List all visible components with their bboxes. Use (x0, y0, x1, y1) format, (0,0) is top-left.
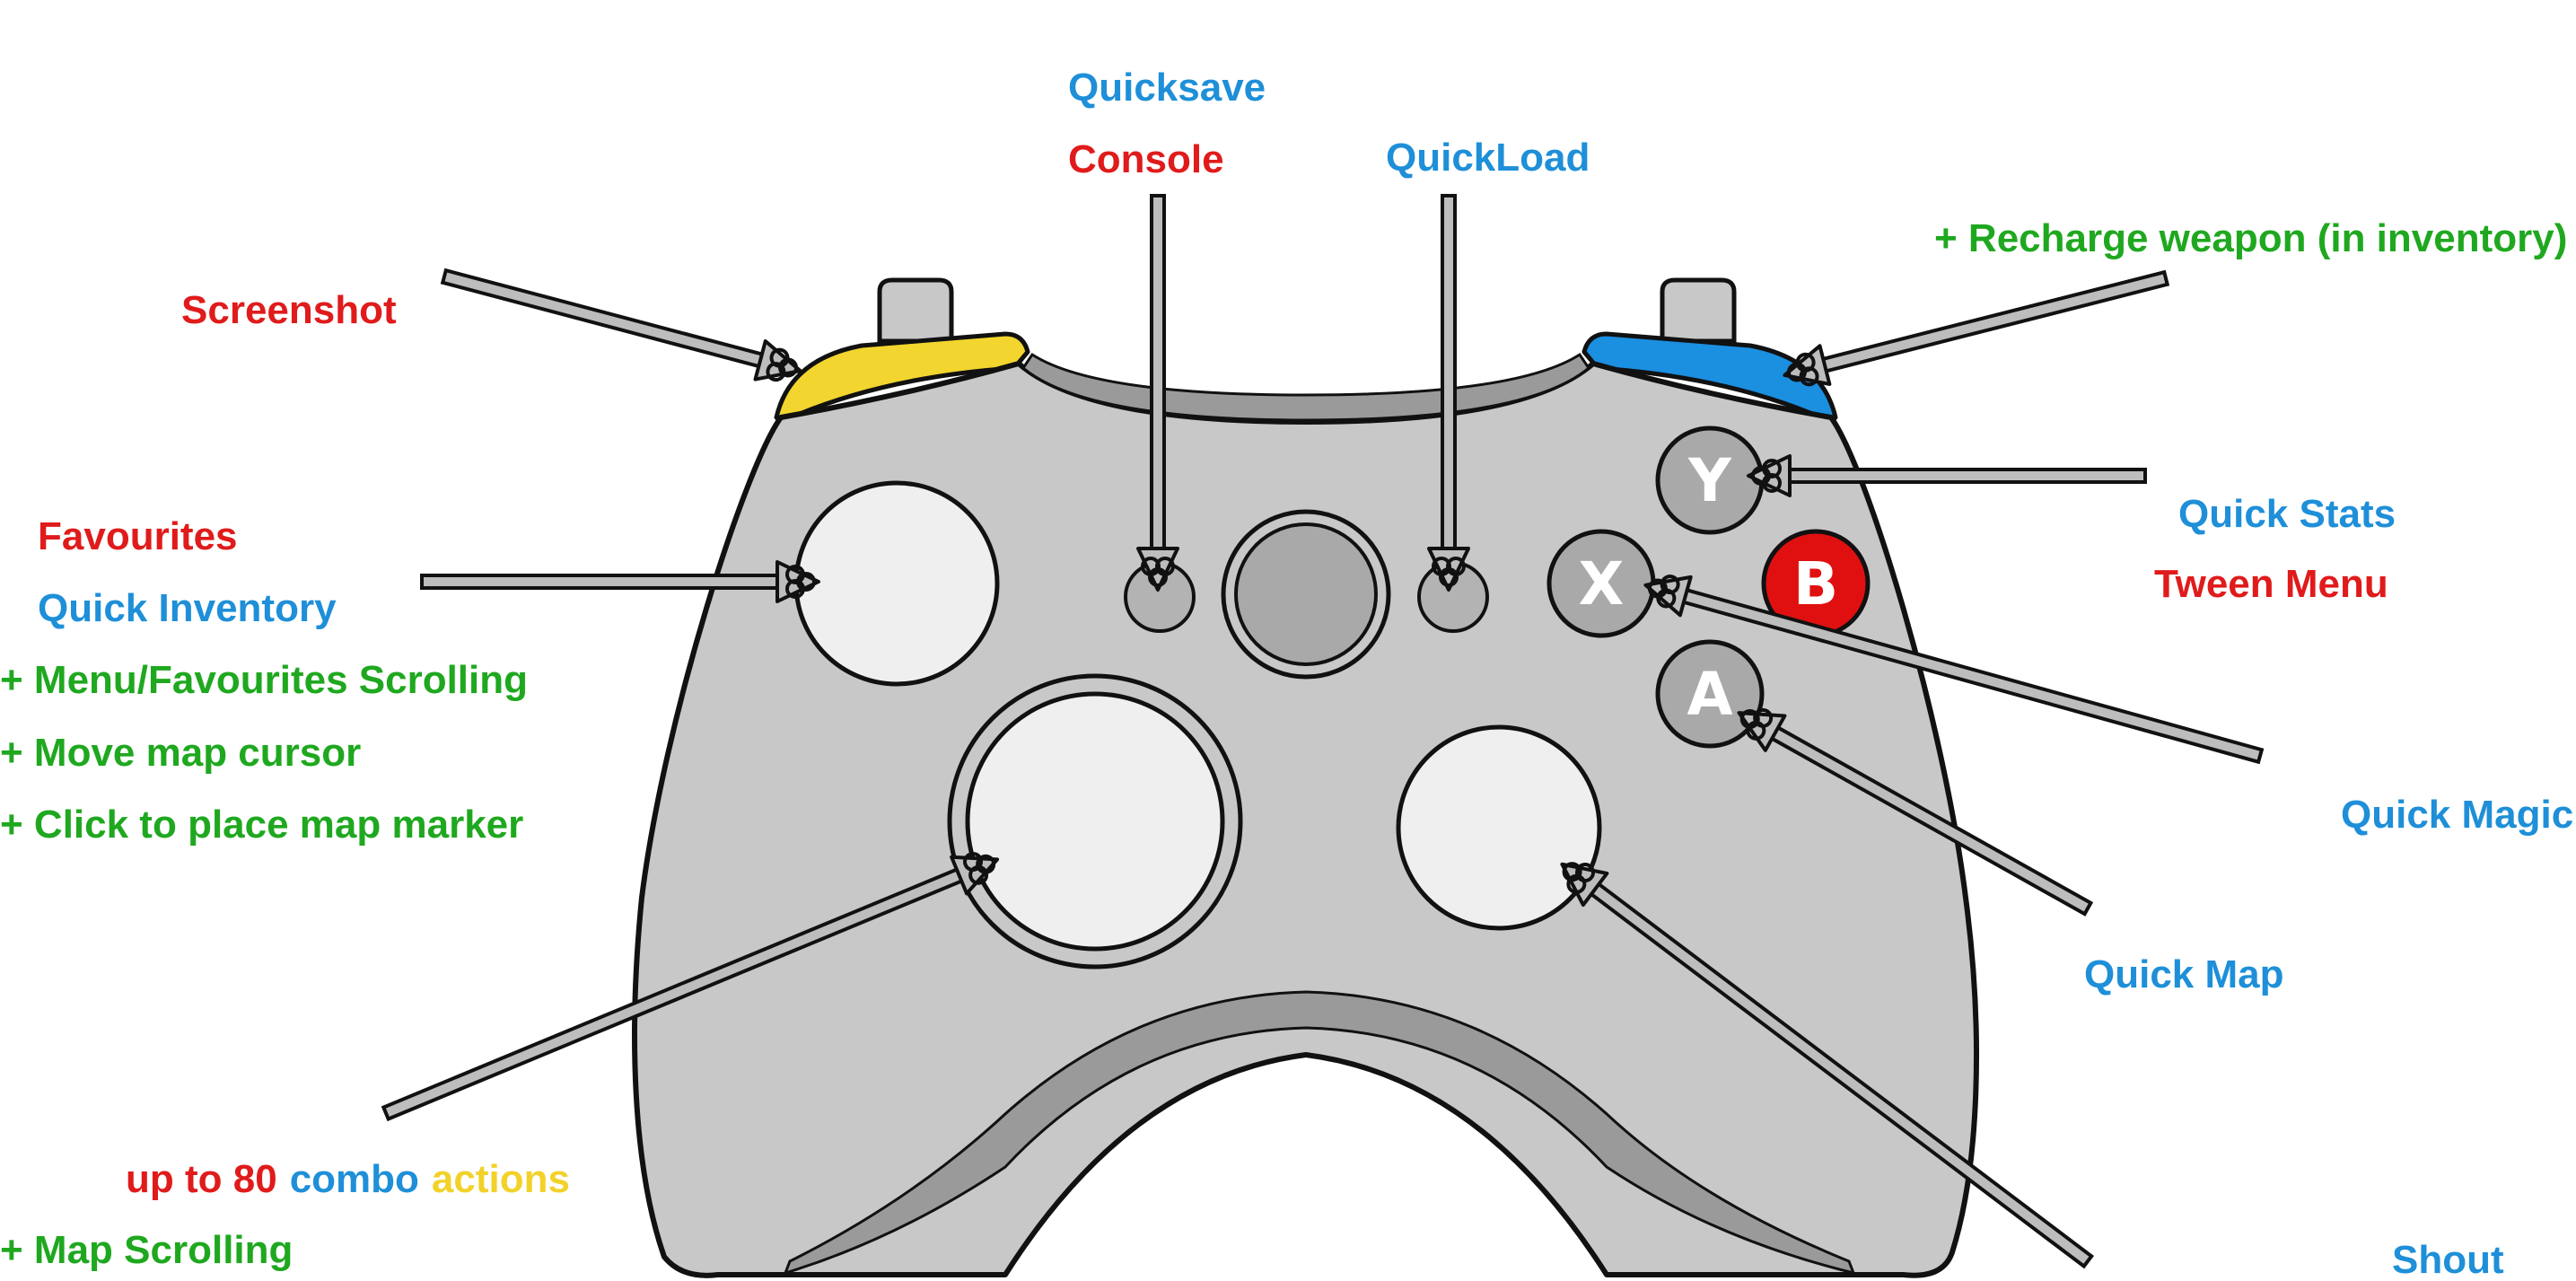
right-trigger[interactable] (1660, 277, 1737, 344)
dpad[interactable] (965, 691, 1225, 952)
y-button-letter: Y (1687, 446, 1732, 515)
label-combo-actions: actions (432, 1157, 570, 1201)
label-quick-magic: Quick Magic (2341, 793, 2573, 837)
pointer-shout (1548, 847, 2095, 1269)
label-quicksave: Quicksave (1068, 66, 1266, 110)
label-tween-menu: Tween Menu (2154, 562, 2388, 606)
right-analog-stick[interactable] (1396, 724, 1602, 931)
left-trigger[interactable] (877, 277, 954, 344)
left-bumper[interactable] (774, 331, 1030, 425)
label-quick-stats: Quick Stats (2178, 492, 2396, 536)
label-screenshot: Screenshot (181, 288, 397, 332)
x-button[interactable]: X (1546, 529, 1656, 638)
a-button[interactable]: A (1655, 639, 1765, 749)
b-button-letter: B (1793, 549, 1838, 619)
pointer-recharge (1777, 269, 2170, 397)
label-menu-scrolling: + Menu/Favourites Scrolling (0, 658, 528, 702)
label-combo: up to 80 combo actions (126, 1157, 570, 1201)
label-map-scrolling: + Map Scrolling (0, 1228, 293, 1272)
label-place-marker: + Click to place map marker (0, 803, 523, 847)
x-button-letter: X (1579, 549, 1625, 619)
label-move-map-cursor: + Move map cursor (0, 731, 361, 775)
pointer-quick-magic (1638, 564, 2265, 765)
y-button[interactable]: Y (1655, 426, 1765, 535)
a-button-letter: A (1687, 660, 1732, 729)
pointer-quick-stats (1747, 454, 2147, 497)
label-quick-inventory: Quick Inventory (38, 586, 337, 630)
label-combo-word: combo (290, 1157, 419, 1201)
label-shout: Shout (2392, 1238, 2504, 1281)
pointer-favourites (420, 560, 820, 603)
guide-button[interactable] (1234, 522, 1378, 666)
controller-body (632, 352, 1979, 1278)
pointer-arrows (381, 194, 2265, 1269)
pointer-quick-map (1727, 693, 2094, 917)
label-console: Console (1068, 137, 1224, 181)
pointer-screenshot (440, 268, 808, 392)
pointer-quicksave-console (1136, 194, 1179, 592)
label-quickload: QuickLoad (1386, 136, 1590, 180)
label-favourites: Favourites (38, 514, 238, 558)
label-recharge: + Recharge weapon (in inventory) (1934, 216, 2567, 260)
label-combo-up-to: up to 80 (126, 1157, 277, 1201)
left-analog-stick[interactable] (793, 480, 1000, 687)
pointer-quickload (1427, 194, 1470, 592)
pointer-dpad (381, 839, 1007, 1122)
label-quick-map: Quick Map (2084, 952, 2284, 996)
labels: Quicksave Console QuickLoad + Recharge w… (0, 66, 2573, 1281)
